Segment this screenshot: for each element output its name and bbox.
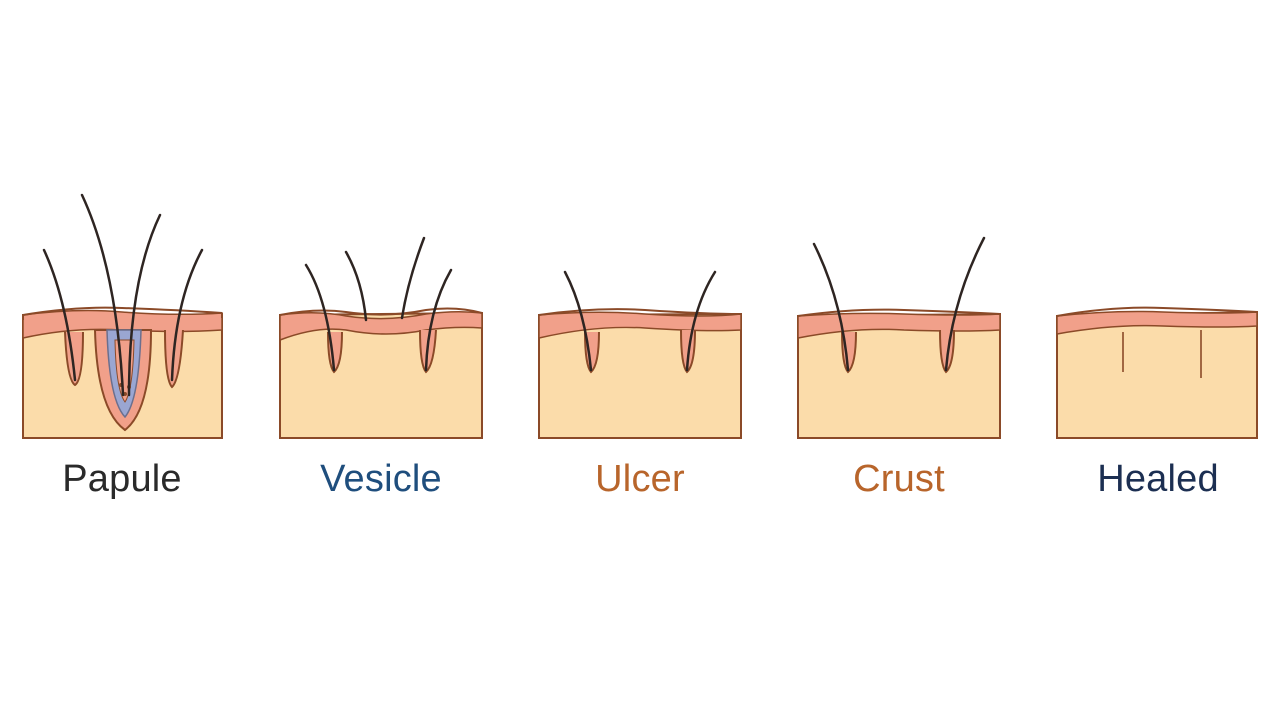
hair-1 [812, 242, 850, 372]
stratum-corneum [1056, 306, 1258, 317]
stage-label-papule: Papule [62, 458, 182, 500]
stage-label-healed: Healed [1097, 458, 1219, 500]
stage-ulcer: Ulcer [535, 180, 745, 510]
epidermis-layer [797, 312, 1001, 339]
stratum-corneum [22, 306, 223, 316]
epidermis-layer [538, 311, 742, 339]
hair-2 [685, 270, 717, 372]
stage-healed: Healed [1053, 180, 1263, 510]
hair-3 [400, 236, 426, 320]
ulcer-skin-illustration [538, 270, 742, 439]
hair-1 [563, 270, 593, 372]
stage-vesicle: Vesicle [276, 180, 486, 510]
hair-4 [424, 268, 453, 372]
hair-1 [42, 248, 77, 382]
hair-4 [170, 248, 204, 382]
hair-2 [344, 250, 368, 322]
hair-2 [80, 193, 125, 397]
stratum-corneum [538, 308, 742, 316]
dermis-block [1056, 310, 1258, 439]
stratum-corneum [279, 307, 483, 316]
stage-crust: Crust [794, 180, 1004, 510]
vesicle-skin-illustration [279, 236, 483, 439]
stage-papule: Papule [17, 180, 227, 510]
hair-1 [304, 263, 336, 372]
stage-label-ulcer: Ulcer [595, 458, 685, 500]
healed-skin-illustration [1056, 306, 1258, 439]
crust-skin-illustration [797, 236, 1001, 439]
stage-label-crust: Crust [853, 458, 945, 500]
hair-2 [944, 236, 986, 372]
stratum-corneum [797, 308, 1001, 317]
epidermis-layer [1056, 310, 1258, 335]
stage-label-vesicle: Vesicle [320, 458, 442, 500]
papule-skin-illustration [22, 193, 223, 439]
hair-3 [127, 213, 162, 397]
